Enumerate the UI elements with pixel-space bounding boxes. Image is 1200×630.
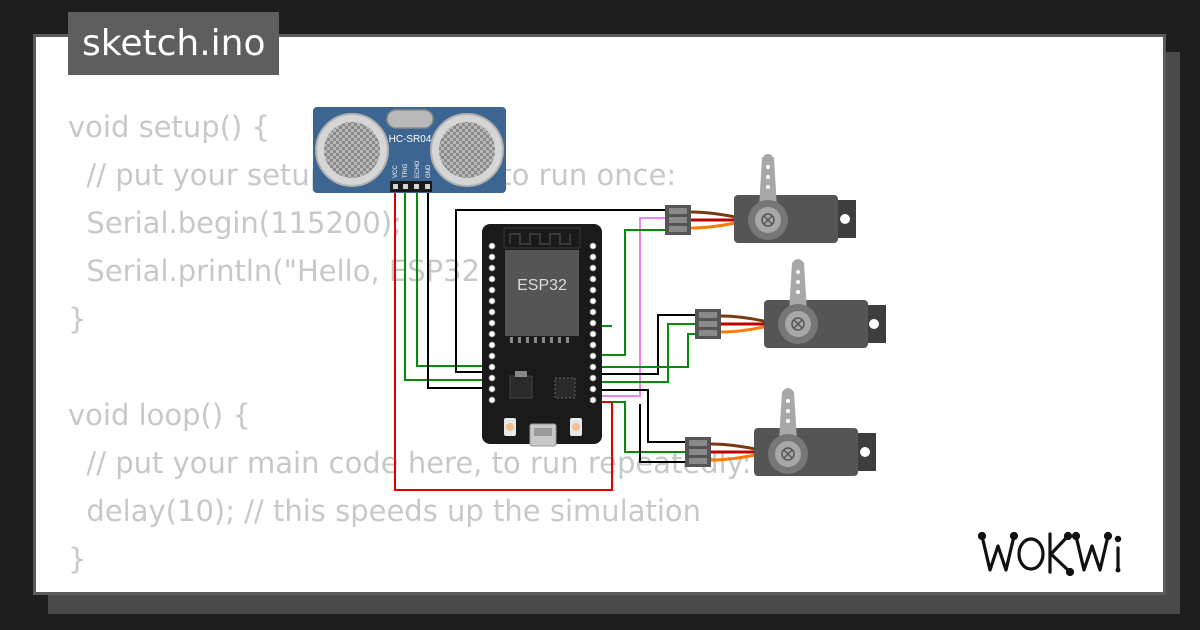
servo-2[interactable] (695, 259, 886, 348)
wire-servo1-gnd[interactable] (455, 209, 665, 373)
wire-vcc-red[interactable] (394, 192, 613, 491)
servo-3[interactable] (685, 388, 876, 476)
esp32-left-pins (488, 242, 496, 404)
code-line-7: void loop() { (68, 398, 251, 432)
wires (394, 192, 695, 491)
servo-1[interactable] (665, 154, 856, 243)
esp32-module (505, 250, 579, 336)
wire-echo-green[interactable] (416, 192, 488, 367)
wire-servo2-sig[interactable] (598, 333, 695, 368)
hc-sr04-sensor[interactable]: HC-SR04 VCC TRIG ECHO GND (313, 107, 506, 193)
pin-label-gnd: GND (426, 164, 432, 178)
pin-label-echo: ECHO (415, 160, 421, 178)
code-line-1: void setup() { (68, 110, 270, 144)
code-line-10: } (68, 542, 87, 576)
wire-servo3-sig[interactable] (612, 401, 685, 453)
wire-servo2-gnd[interactable] (598, 314, 695, 375)
esp32-board[interactable]: ESP32 (482, 224, 602, 447)
wire-servo1-sig[interactable] (598, 229, 665, 356)
pin-label-vcc: VCC (393, 165, 399, 178)
voltage-regulator (509, 375, 533, 399)
usb-serial-chip (554, 377, 576, 399)
code-line-5: } (68, 302, 87, 336)
wire-gnd-black[interactable] (427, 192, 488, 389)
code-line-9: delay(10); // this speeds up the simulat… (68, 494, 702, 528)
file-tab-sketch[interactable]: sketch.ino (68, 12, 280, 75)
wire-servo3-vcc[interactable] (639, 404, 685, 463)
esp32-right-pins (589, 242, 597, 404)
wire-trig-green[interactable] (404, 192, 488, 381)
board-label: ESP32 (517, 277, 567, 294)
wire-servo2-vcc[interactable] (598, 323, 695, 383)
wire-servo1-vcc[interactable] (598, 217, 665, 397)
code-editor[interactable]: void setup() { // put your setup code he… (68, 103, 968, 583)
sensor-label: HC-SR04 (389, 134, 432, 145)
wokwi-logo[interactable] (978, 528, 1150, 578)
code-line-3: Serial.begin(115200); (68, 206, 402, 240)
wire-servo3-gnd[interactable] (598, 389, 685, 443)
pin-label-trig: TRIG (403, 163, 409, 178)
